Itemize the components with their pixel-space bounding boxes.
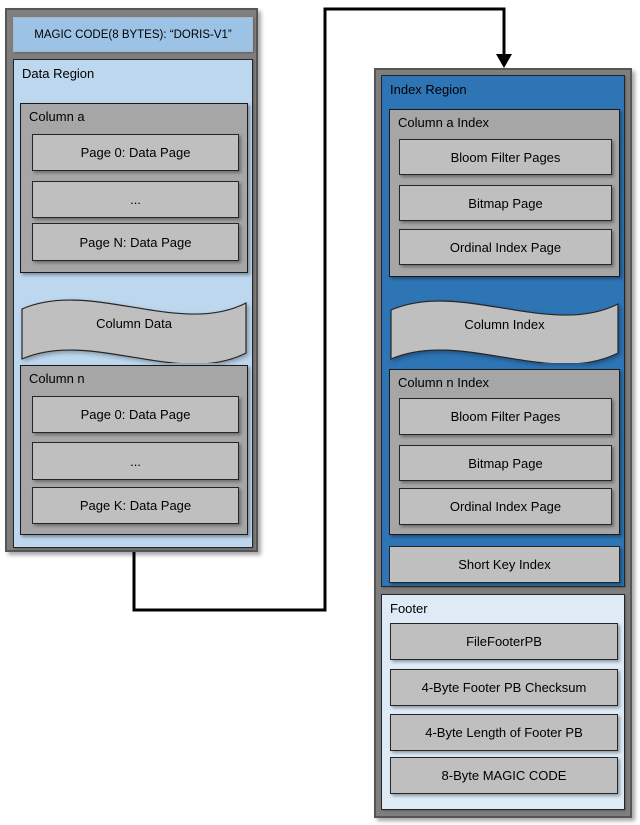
column-n-group: Column n Page 0: Data Page ... Page K: D… [20, 365, 248, 535]
column-n-index-label: Column n Index [398, 375, 490, 390]
index-page-box: Bloom Filter Pages [399, 398, 612, 435]
column-a-index-group: Column a Index Bloom Filter Pages Bitmap… [389, 109, 620, 277]
data-file-frame: MAGIC CODE(8 BYTES): “DORIS-V1” Data Reg… [5, 8, 258, 552]
footer-box: 8-Byte MAGIC CODE [390, 757, 618, 794]
magic-code-box: MAGIC CODE(8 BYTES): “DORIS-V1” [13, 17, 253, 52]
page-box-ellipsis: ... [32, 181, 239, 218]
index-page-box: Ordinal Index Page [399, 229, 612, 265]
index-file-frame: Index Region Column a Index Bloom Filter… [374, 68, 632, 818]
page-box: Page 0: Data Page [32, 396, 239, 433]
index-page-box: Bloom Filter Pages [399, 139, 612, 175]
index-region-label: Index Region [390, 82, 467, 97]
footer-box: 4-Byte Footer PB Checksum [390, 669, 618, 706]
column-index-wave-label: Column Index [464, 316, 545, 332]
column-a-label: Column a [29, 109, 85, 124]
index-region: Index Region Column a Index Bloom Filter… [381, 75, 625, 587]
footer-box: FileFooterPB [390, 623, 618, 660]
index-page-box: Bitmap Page [399, 185, 612, 221]
column-data-wave-label: Column Data [96, 315, 172, 331]
column-n-index-group: Column n Index Bloom Filter Pages Bitmap… [389, 369, 620, 535]
column-data-wave: Column Data [20, 283, 248, 363]
data-region-label: Data Region [22, 66, 95, 81]
page-box-ellipsis: ... [32, 442, 239, 480]
column-a-index-label: Column a Index [398, 115, 490, 130]
footer-label: Footer [390, 601, 428, 616]
index-page-box: Ordinal Index Page [399, 488, 612, 525]
page-box: Page 0: Data Page [32, 134, 239, 171]
footer-box: 4-Byte Length of Footer PB [390, 714, 618, 751]
short-key-index-box: Short Key Index [389, 546, 620, 583]
column-index-wave: Column Index [389, 285, 620, 363]
page-box: Page N: Data Page [32, 223, 239, 261]
magic-code-label: MAGIC CODE(8 BYTES): “DORIS-V1” [34, 28, 232, 41]
footer-region: Footer FileFooterPB 4-Byte Footer PB Che… [381, 594, 625, 810]
column-a-group: Column a Page 0: Data Page ... Page N: D… [20, 103, 248, 273]
data-region: Data Region Column a Page 0: Data Page .… [13, 59, 253, 548]
column-n-label: Column n [29, 371, 85, 386]
index-page-box: Bitmap Page [399, 445, 612, 481]
page-box: Page K: Data Page [32, 487, 239, 524]
